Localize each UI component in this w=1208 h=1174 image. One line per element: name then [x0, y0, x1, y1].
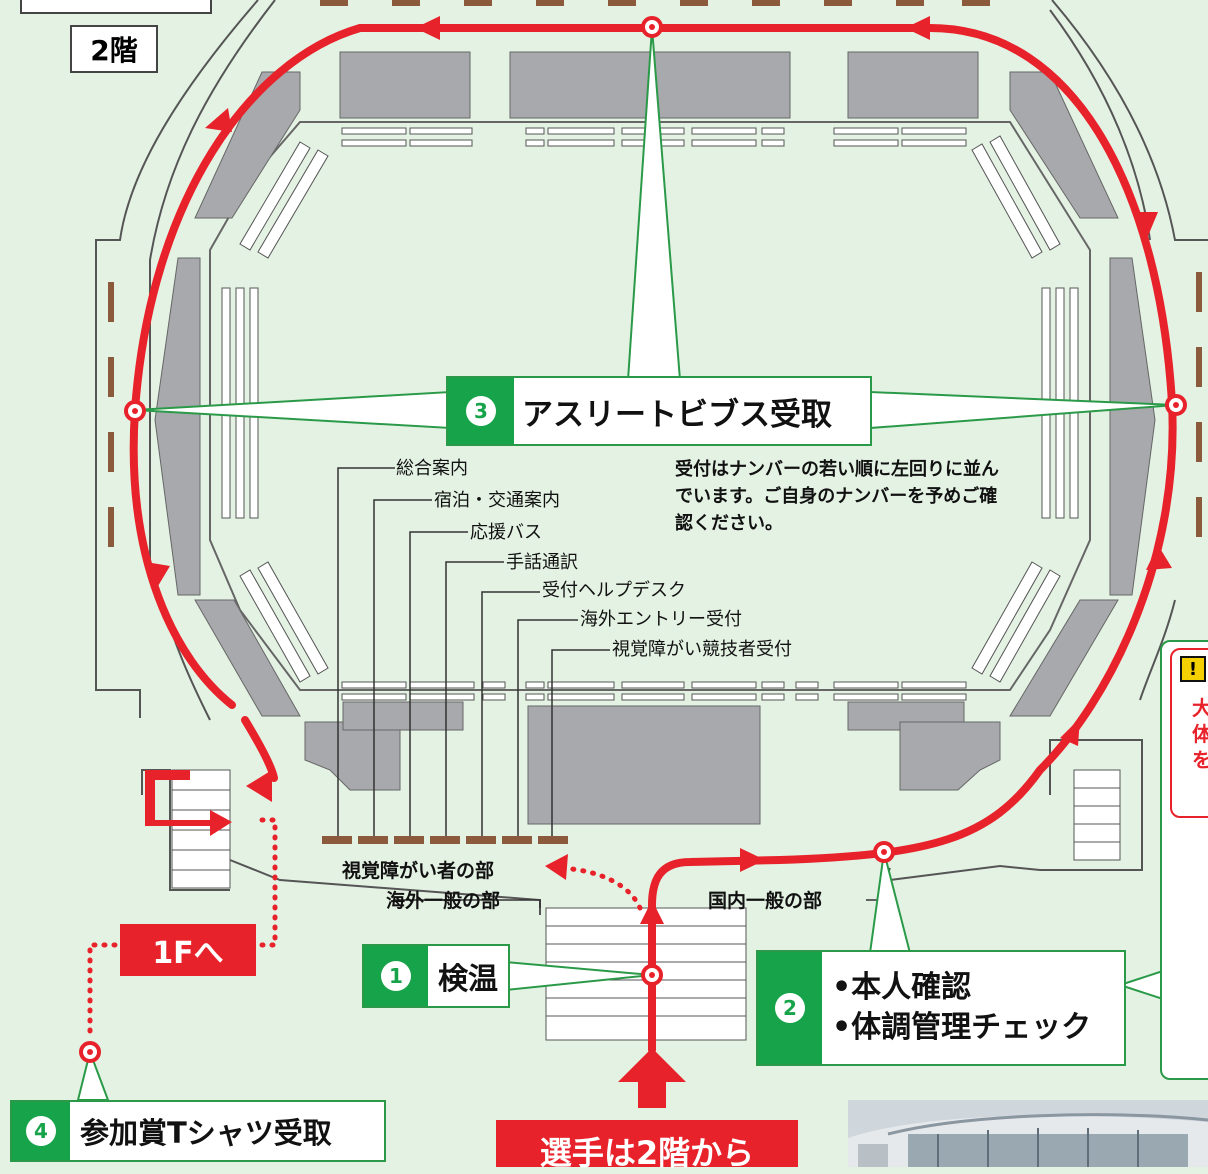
step-4-badge: 4 [12, 1102, 70, 1160]
route-arrow-icon [205, 108, 232, 132]
step-1-label: 検温 [438, 962, 498, 997]
warning-char-1: 大 [1192, 696, 1208, 720]
desk-counter [322, 836, 568, 844]
desk-general-info: 総合案内 [396, 458, 468, 479]
entrance-arrow-icon [618, 1048, 686, 1108]
step-1-callout: 1 検温 [362, 944, 510, 1008]
step-4-label: 参加賞Tシャツ受取 [80, 1116, 332, 1150]
warning-char-2: 体 [1192, 722, 1208, 746]
step-1-badge: 1 [364, 946, 428, 1006]
diagonal-seats [239, 135, 1061, 683]
route-path [129, 24, 1177, 1054]
to-1f-label: 1Fへ [120, 924, 256, 976]
section-domestic: 国内一般の部 [708, 890, 823, 912]
route-arrow-icon [1146, 545, 1172, 570]
section-visual: 視覚障がい者の部 [342, 860, 495, 882]
route-arrow-icon [415, 16, 440, 40]
section-overseas: 海外一般の部 [386, 890, 501, 912]
step-3-callout: 3 アスリートビブス受取 [446, 376, 872, 446]
warning-char-3: を [1192, 748, 1208, 772]
route-arrow-icon [905, 16, 930, 40]
desk-help: 受付ヘルプデスク [542, 580, 686, 601]
venue-photo [848, 1100, 1208, 1167]
legend-box-top [20, 0, 212, 14]
desk-leaders [337, 467, 891, 908]
checkpoint-dots [87, 24, 1179, 1055]
route-arrow-icon [1060, 718, 1080, 746]
route-arrows [145, 16, 1172, 1108]
step-2-line1: •本人確認 [832, 970, 972, 1005]
entrance-label: 選手は2階から [496, 1120, 798, 1172]
desk-lodging-transport: 宿泊・交通案内 [434, 490, 560, 511]
floor-label: 2階 [70, 25, 158, 73]
route-arrow-icon [740, 848, 765, 872]
desk-sign-language: 手話通訳 [506, 552, 578, 573]
venue-photo-image [848, 1100, 1208, 1167]
dotted-paths [87, 817, 643, 1043]
step-2-badge: 2 [758, 952, 822, 1064]
dotted-arrow-icon [545, 854, 568, 880]
desk-visual-impaired: 視覚障がい競技者受付 [612, 639, 792, 660]
route-arrow-icon [246, 770, 272, 802]
step-2-line2: •体調管理チェック [832, 1010, 1092, 1045]
desk-support-bus: 応援バス [470, 522, 542, 543]
queue-notice: 受付はナンバーの若い順に左回りに並んでいます。ご自身のナンバーを予めご確認くださ… [675, 459, 999, 534]
arena-outline [209, 121, 1091, 691]
step-2-callout: 2 •本人確認 •体調管理チェック [756, 950, 1126, 1066]
desk-overseas-entry: 海外エントリー受付 [580, 609, 742, 630]
route-arrow-icon [640, 900, 664, 924]
step-3-label: アスリートビブス受取 [522, 396, 832, 433]
uturn-arrow-icon [145, 770, 232, 836]
step-3-badge: 3 [448, 378, 514, 444]
route-arrow-icon [1134, 212, 1158, 236]
route-arrow-icon [146, 562, 170, 586]
step-4-callout: 4 参加賞Tシャツ受取 [10, 1100, 386, 1162]
top-dividers [108, 0, 1202, 547]
warning-icon: ! [1180, 656, 1206, 682]
